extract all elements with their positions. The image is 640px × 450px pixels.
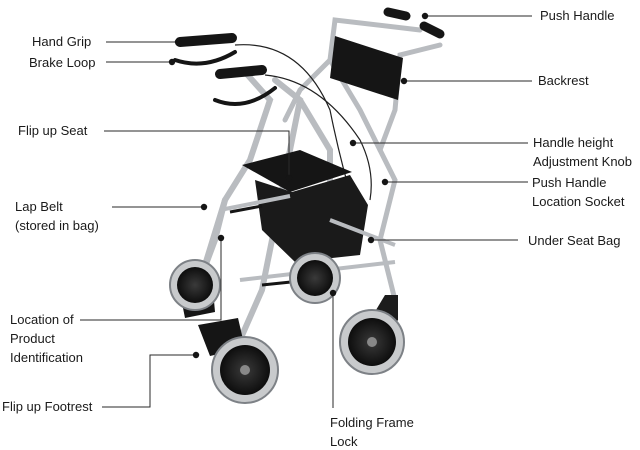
- marker-under-seat-bag: [367, 236, 375, 244]
- push-handle-grips: [383, 7, 445, 39]
- label-product-id-line2: Product: [10, 331, 55, 346]
- leader-markers: [168, 12, 429, 359]
- wheel-rear-right: [339, 309, 405, 375]
- label-push-handle-socket-line2: Location Socket: [532, 194, 625, 209]
- label-lap-belt-line1: Lap Belt: [15, 199, 63, 214]
- marker-handle-height: [349, 139, 357, 147]
- backrest-pad: [330, 36, 403, 100]
- marker-footrest: [192, 351, 200, 359]
- marker-product-id: [217, 234, 225, 242]
- label-handle-height: Handle height Adjustment Knob: [533, 133, 632, 171]
- leader-lines: [80, 15, 532, 408]
- label-push-handle: Push Handle: [540, 8, 615, 23]
- leader-flip-up-seat: [104, 130, 290, 178]
- marker-flip-up-seat: [285, 174, 293, 182]
- label-lap-belt: Lap Belt (stored in bag): [15, 197, 99, 235]
- marker-folding-lock: [329, 289, 337, 297]
- seat: [242, 150, 352, 192]
- brake-loops: [173, 50, 277, 106]
- label-flip-up-seat: Flip up Seat: [18, 123, 88, 138]
- label-push-handle-socket: Push Handle Location Socket: [532, 173, 625, 211]
- label-lap-belt-line2: (stored in bag): [15, 218, 99, 233]
- label-push-handle-socket-line1: Push Handle: [532, 175, 607, 190]
- marker-brake-loop: [168, 58, 176, 66]
- wheel-back-right: [289, 252, 341, 304]
- marker-hand-grip: [174, 38, 182, 46]
- marker-lap-belt: [200, 203, 208, 211]
- leader-product-id: [80, 238, 222, 321]
- wheel-back-left: [169, 259, 221, 311]
- marker-push-handle: [421, 12, 429, 20]
- label-product-id-line3: Identification: [10, 350, 83, 365]
- label-folding-frame-lock-line2: Lock: [330, 434, 358, 449]
- label-backrest: Backrest: [538, 73, 589, 88]
- marker-backrest: [400, 77, 408, 85]
- label-hand-grip: Hand Grip: [32, 34, 92, 49]
- label-folding-frame-lock: Folding Frame Lock: [330, 413, 414, 450]
- label-folding-frame-lock-line1: Folding Frame: [330, 415, 414, 430]
- label-product-id-line1: Location of: [10, 312, 74, 327]
- label-under-seat-bag: Under Seat Bag: [528, 233, 621, 248]
- label-flip-up-footrest: Flip up Footrest: [2, 399, 93, 414]
- wheel-front-left: [211, 336, 279, 404]
- label-handle-height-line1: Handle height: [533, 135, 614, 150]
- leader-footrest: [102, 354, 196, 408]
- label-handle-height-line2: Adjustment Knob: [533, 154, 633, 169]
- label-brake-loop: Brake Loop: [29, 55, 96, 70]
- marker-socket: [381, 178, 389, 186]
- hand-grips: [175, 33, 267, 79]
- label-product-id: Location of Product Identification: [10, 310, 83, 367]
